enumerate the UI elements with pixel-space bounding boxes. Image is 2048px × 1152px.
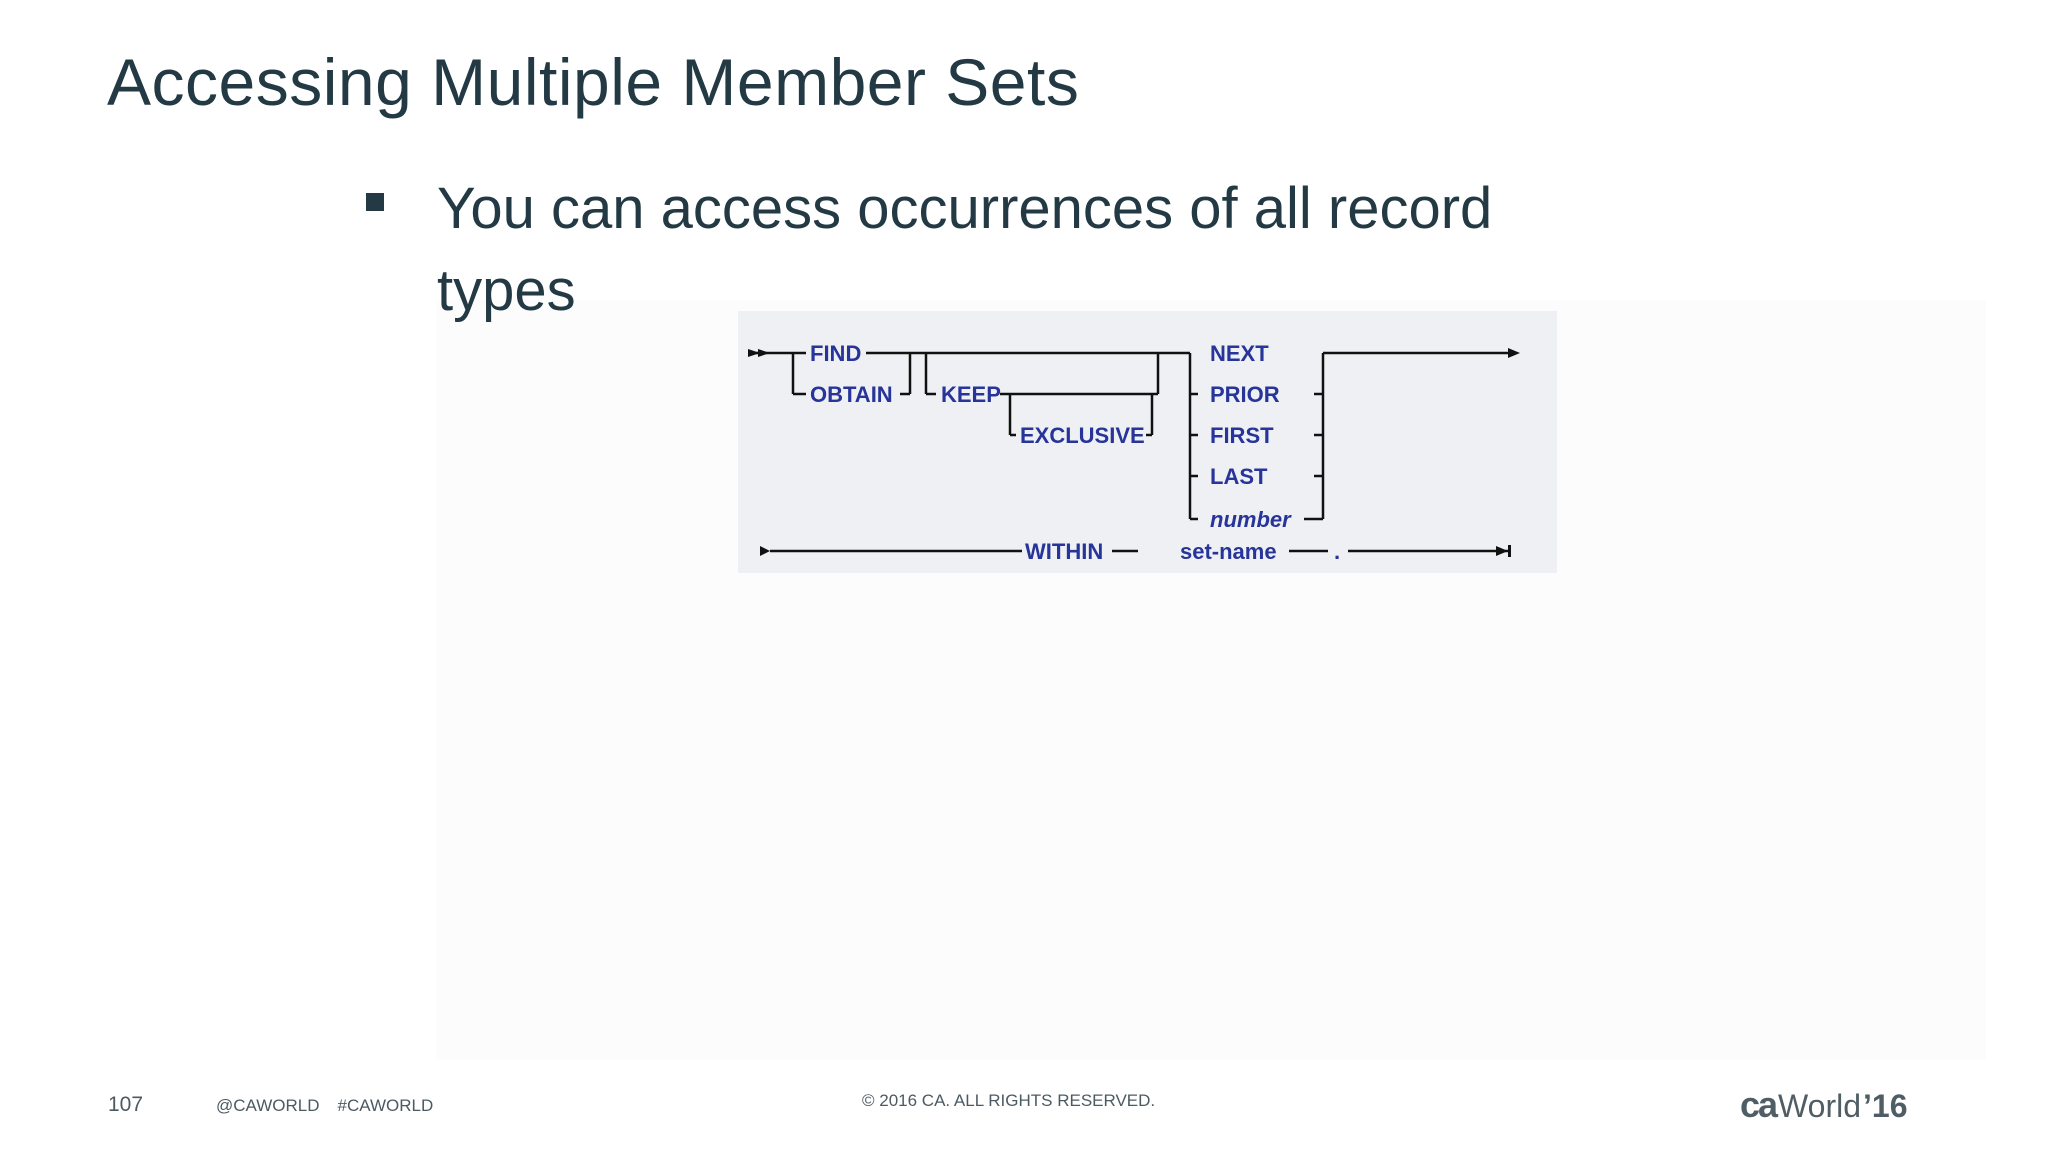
kw-prior: PRIOR — [1210, 382, 1280, 407]
end-bar-icon — [1508, 545, 1511, 557]
start-arrow-icon — [748, 349, 760, 357]
kw-terminator: . — [1334, 539, 1340, 564]
bullet-text: You can access occurrences of all record… — [437, 176, 1493, 323]
kw-set-name: set-name — [1180, 539, 1277, 564]
kw-number: number — [1210, 507, 1292, 532]
logo-name: World — [1778, 1088, 1862, 1124]
ca-world-logo: ca World ’16 — [1740, 1084, 1908, 1125]
kw-keep: KEEP — [941, 382, 1001, 407]
kw-exclusive: EXCLUSIVE — [1020, 423, 1145, 448]
page-number: 107 — [108, 1093, 144, 1116]
hashtag: #CAWORLD — [337, 1096, 434, 1115]
kw-within: WITHIN — [1025, 539, 1103, 564]
continue-in-arrow-icon — [760, 546, 770, 556]
kw-last: LAST — [1210, 464, 1268, 489]
logo-year: ’16 — [1863, 1088, 1908, 1124]
kw-find: FIND — [810, 341, 861, 366]
end-arrow-icon — [1496, 546, 1508, 556]
slide-title: Accessing Multiple Member Sets — [107, 45, 1080, 119]
syntax-arrows — [748, 348, 1520, 557]
copyright-notice: © 2016 CA. ALL RIGHTS RESERVED. — [862, 1091, 1156, 1110]
syntax-diagram-svg: FIND OBTAIN KEEP EXCLUSIVE NEXT PRIOR FI… — [748, 341, 1520, 564]
syntax-lines — [748, 351, 1508, 553]
bullet-square-icon — [366, 193, 384, 211]
kw-obtain: OBTAIN — [810, 382, 893, 407]
social-tags: @CAWORLD #CAWORLD — [216, 1096, 433, 1116]
logo-brand: ca — [1740, 1084, 1778, 1125]
kw-first: FIRST — [1210, 423, 1274, 448]
twitter-handle: @CAWORLD — [216, 1096, 320, 1115]
continue-arrow-icon — [1508, 348, 1520, 358]
kw-next: NEXT — [1210, 341, 1269, 366]
syntax-diagram: FIND OBTAIN KEEP EXCLUSIVE NEXT PRIOR FI… — [738, 311, 1557, 573]
start-arrow-icon-2 — [758, 349, 770, 357]
